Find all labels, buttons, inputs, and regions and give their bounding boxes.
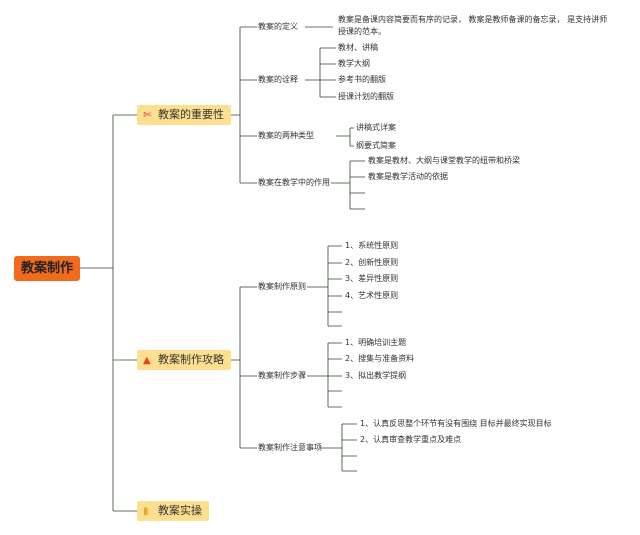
list-item: 授课计划的翻版: [338, 92, 394, 101]
branch-importance[interactable]: ✄ 教案的重要性: [137, 105, 231, 125]
node-notes[interactable]: 教案制作注意事项: [258, 443, 322, 452]
node-types[interactable]: 教案的两种类型: [258, 131, 314, 140]
list-item: 3、拟出教学提纲: [345, 371, 407, 380]
list-item: 2、搜集与准备资料: [345, 354, 415, 363]
book-icon: ▮: [143, 506, 149, 517]
list-item: 1、认真反思整个环节有没有围绕 目标并最终实现目标: [360, 419, 552, 428]
definition-text: 教案是备课内容简要而有序的记录， 教案是教师备课的备忘录， 是支持讲师授课的范本…: [338, 15, 608, 36]
list-item: 讲稿式详案: [356, 123, 396, 132]
list-item: 3、差异性原则: [345, 274, 399, 283]
list-item: 纲要式简案: [356, 141, 396, 150]
list-item: 教案是教材、大纲与课堂教学的纽带和桥梁: [368, 156, 520, 165]
root-node[interactable]: 教案制作: [14, 256, 80, 281]
branch-strategy[interactable]: ▲ 教案制作攻略: [137, 350, 231, 370]
list-item: 教案是教学活动的依据: [368, 172, 448, 181]
branch-label: 教案的重要性: [158, 108, 224, 121]
list-item: 教学大纲: [338, 59, 370, 68]
branch-label: 教案实操: [158, 504, 202, 517]
list-item: 1、明确培训主题: [345, 338, 407, 347]
tools-icon: ✄: [143, 110, 152, 121]
list-item: 教材、讲稿: [338, 43, 378, 52]
node-role[interactable]: 教案在教学中的作用: [258, 178, 330, 187]
node-principles[interactable]: 教案制作原则: [258, 282, 306, 291]
list-item: 2、创新性原则: [345, 258, 399, 267]
node-definition[interactable]: 教案的定义: [258, 22, 298, 31]
list-item: 参考书的翻版: [338, 75, 386, 84]
branch-practice[interactable]: ▮ 教案实操: [137, 501, 209, 521]
node-steps[interactable]: 教案制作步骤: [258, 371, 306, 380]
fire-icon: ▲: [143, 355, 151, 366]
list-item: 2、认真审查教学重点及难点: [360, 435, 462, 444]
list-item: 4、艺术性原则: [345, 291, 399, 300]
branch-label: 教案制作攻略: [158, 353, 224, 366]
node-interpretation[interactable]: 教案的诠释: [258, 75, 298, 84]
list-item: 1、系统性原则: [345, 241, 399, 250]
